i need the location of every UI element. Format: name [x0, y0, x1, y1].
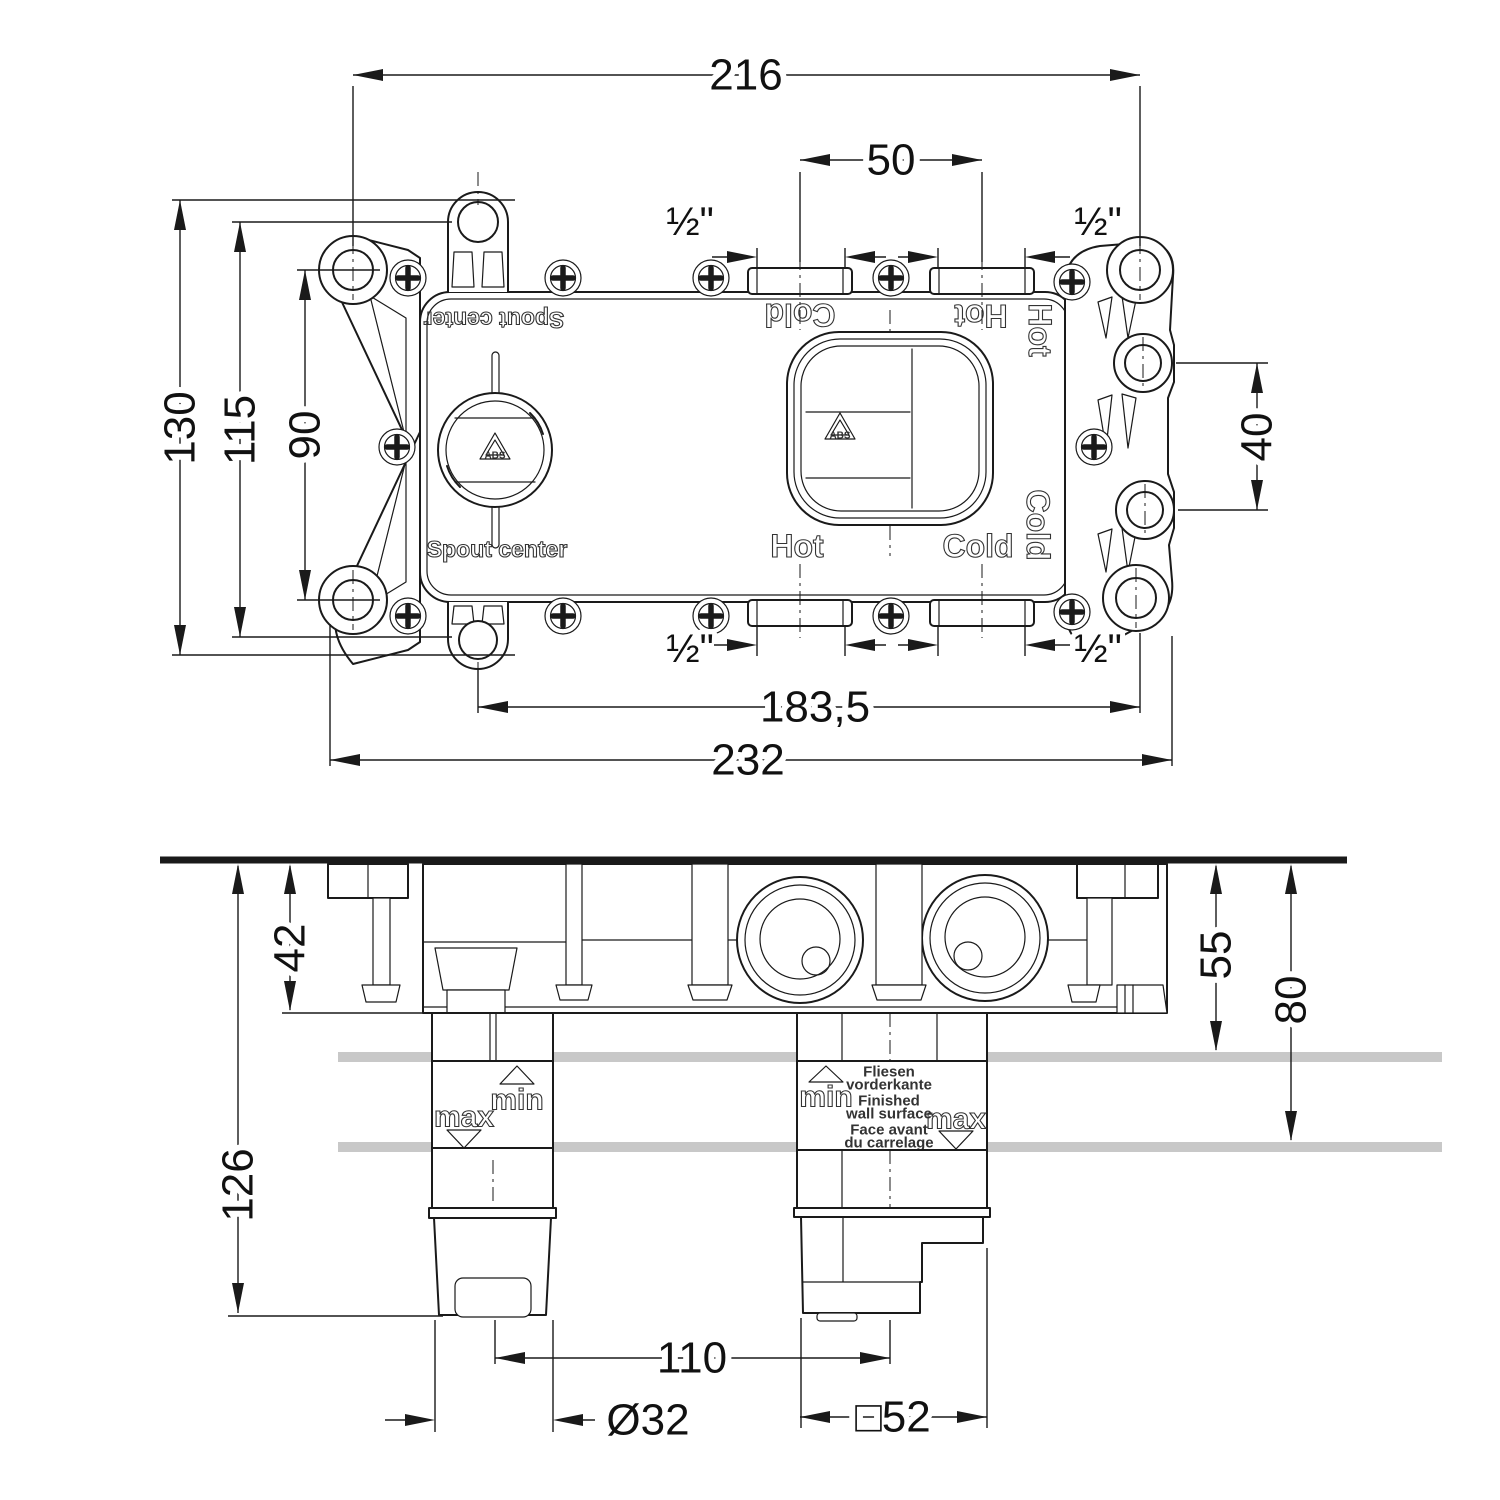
wall-surface-text-de2: vorderkante [846, 1077, 932, 1094]
dim-216: 216 [352, 45, 1141, 246]
dim-half-inch-top-inner [844, 248, 939, 268]
abs-label: ABS [484, 451, 505, 462]
dim-half-inch-top-left: ½" [661, 195, 758, 268]
section-view: min max min Fliesen vorderkante Finished… [160, 856, 1442, 1451]
dim-130: 130 [150, 199, 515, 656]
dim-115: 115 [210, 221, 452, 638]
plan-labels: Spout center Spout center Cold Hot Hot C… [423, 296, 1058, 564]
cold-label-edge: Cold [1020, 489, 1056, 560]
plan-right-bracket [1063, 236, 1175, 649]
plan-pipe-stub-hot-top [929, 256, 1035, 330]
dim-42-text: 42 [266, 924, 315, 973]
section-posts [361, 863, 1168, 1014]
plan-pipe-stub-cold-top [747, 256, 853, 330]
dim-130-text: 130 [156, 391, 205, 464]
hot-label-edge: Hot [1022, 303, 1058, 357]
wall-surface-text-fr2: du carrelage [844, 1135, 933, 1152]
dim-126-text: 126 [214, 1148, 263, 1221]
dim-110: 110 [494, 1320, 891, 1389]
dim-216-text: 216 [709, 51, 782, 100]
plan-view: ABS ABS Spout center Spout center Cold H… [150, 45, 1288, 791]
hot-label-top: Hot [954, 298, 1008, 334]
dim-sq52-text: □52 [855, 1393, 931, 1442]
plan-bottom-tab [447, 601, 509, 690]
dim-o32: Ø32 [385, 1320, 696, 1451]
max-label-right-pipe: max [926, 1103, 986, 1136]
thread-label: ½" [666, 200, 714, 244]
cold-label-top: Cold [764, 297, 835, 333]
wall-surface-text-en2: wall surface [845, 1106, 932, 1123]
wall-surface-text-fr1: Face avant [850, 1122, 928, 1139]
dim-80-text: 80 [1267, 976, 1316, 1025]
min-label-right-pipe: min [799, 1081, 852, 1114]
spout-center-label-top: Spout center [424, 307, 565, 333]
plan-pipe-stub-cold-bottom [929, 564, 1035, 638]
section-spout-pipe: min max [428, 1012, 557, 1318]
thread-label: ½" [1074, 627, 1122, 671]
dim-half-inch-bottom-right: ½" [1024, 622, 1127, 676]
dim-90: 90 [275, 269, 380, 601]
thread-label: ½" [666, 627, 714, 671]
dim-126: 126 [208, 864, 443, 1317]
min-label-left-pipe: min [490, 1084, 543, 1117]
dim-40-text: 40 [1233, 413, 1282, 462]
dim-55-text: 55 [1192, 931, 1241, 980]
section-valve-pipe: min Fliesen vorderkante Finished wall su… [793, 1012, 991, 1322]
dim-55: 55 [1186, 864, 1247, 1051]
plan-pipe-stub-hot-bottom [747, 564, 853, 638]
dim-115-text: 115 [216, 395, 265, 465]
dim-50-text: 50 [867, 136, 916, 185]
plan-spout-knockout: ABS [437, 351, 553, 549]
dim-sq52: □52 [800, 1248, 988, 1448]
hot-label-bottom: Hot [770, 528, 824, 564]
dim-232: 232 [329, 624, 1173, 791]
plan-top-tab [447, 172, 509, 293]
dim-183-5-text: 183,5 [760, 683, 870, 732]
dim-o32-text: Ø32 [606, 1396, 689, 1445]
cold-label-bottom: Cold [942, 528, 1013, 564]
max-label-left-pipe: max [434, 1101, 494, 1134]
section-valve-circles [736, 874, 1049, 1004]
dim-50: 50 [799, 130, 983, 262]
wall-surface-text-en1: Finished [858, 1093, 920, 1110]
dim-110-text: 110 [657, 1334, 727, 1383]
dim-half-inch-top-right: ½" [1024, 195, 1127, 268]
dim-half-inch-bottom-inner [844, 626, 939, 656]
dim-half-inch-bottom-left: ½" [661, 622, 758, 676]
wall-surface-text-de1: Fliesen [863, 1064, 915, 1081]
plan-valve-opening: ABS [786, 310, 994, 556]
dim-40: 40 [1176, 362, 1288, 511]
dim-90-text: 90 [281, 411, 330, 460]
dim-183-5: 183,5 [477, 633, 1141, 738]
thread-label: ½" [1074, 200, 1122, 244]
abs-label: ABS [829, 431, 850, 442]
dim-42: 42 [260, 864, 425, 1014]
dim-232-text: 232 [711, 736, 784, 785]
spout-center-label-bottom: Spout center [427, 536, 568, 562]
dim-80: 80 [1261, 864, 1322, 1141]
